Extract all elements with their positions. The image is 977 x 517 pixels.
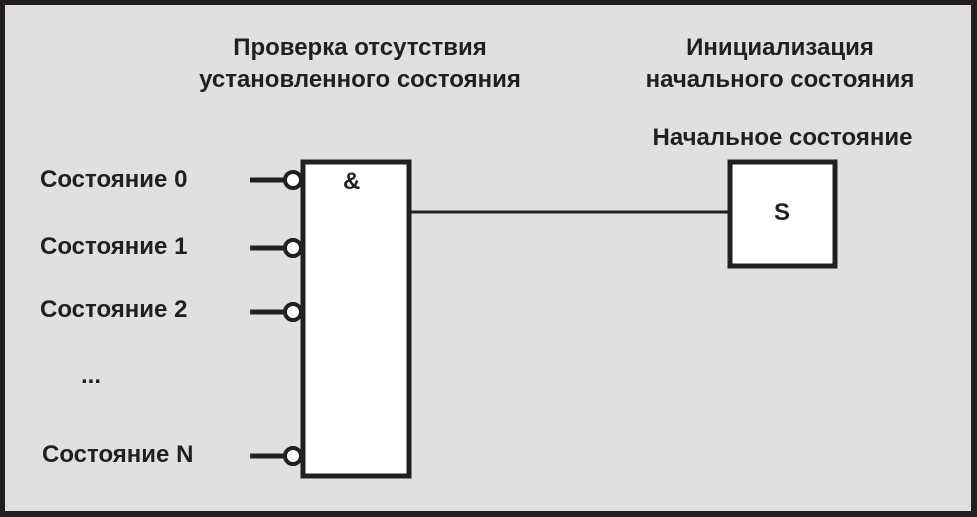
- left-title-line2: установленного состояния: [199, 66, 521, 93]
- set-block: [727, 159, 838, 269]
- initial-state-label: Начальное состояние: [652, 124, 913, 151]
- inversion-bubble-0: [283, 170, 303, 190]
- set-block-symbol: S: [774, 199, 791, 226]
- input-label-2: Состояние 2: [40, 296, 188, 323]
- and-gate-block: [300, 159, 412, 479]
- inversion-bubble-2: [283, 302, 303, 322]
- left-title-line1: Проверка отсутствия: [233, 34, 487, 61]
- inversion-bubble-n: [283, 446, 303, 466]
- ellipsis: ...: [81, 362, 102, 389]
- inversion-bubble-1: [283, 238, 303, 258]
- and-gate-symbol: &: [343, 168, 361, 195]
- input-label-1: Состояние 1: [40, 233, 188, 260]
- input-label-0: Состояние 0: [40, 166, 188, 193]
- input-label-n: Состояние N: [42, 441, 194, 468]
- right-title-line2: начального состояния: [645, 66, 915, 93]
- right-title-line1: Инициализация: [686, 34, 874, 61]
